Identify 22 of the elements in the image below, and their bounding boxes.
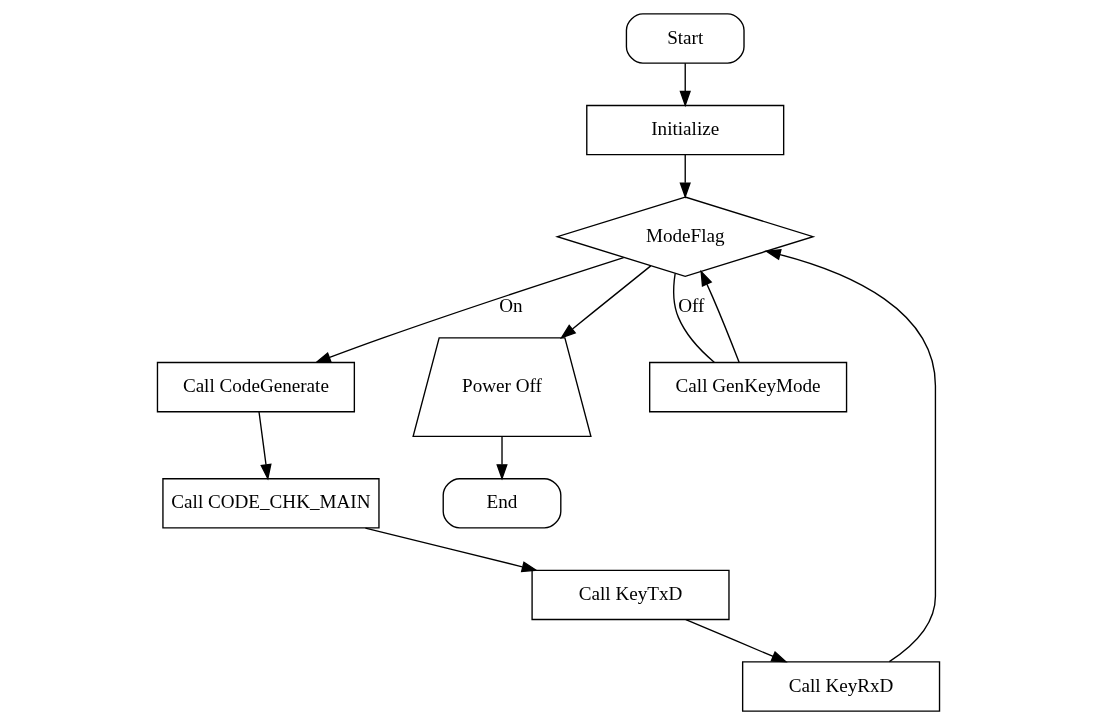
arrow	[684, 618, 788, 663]
arrow	[559, 265, 651, 340]
arrow	[678, 62, 691, 108]
arrow	[699, 269, 740, 363]
edge-label: Off	[677, 295, 704, 317]
node-box: Call KeyTxD	[530, 569, 730, 621]
arrow	[364, 527, 538, 573]
node-box: Start	[625, 13, 745, 64]
node-box: Call GenKeyMode	[648, 361, 847, 413]
arrow	[763, 249, 936, 663]
edge-label: On	[498, 295, 523, 317]
node-diamond: ModeFlag	[554, 196, 815, 278]
node-box: Call CODE_CHK_MAIN	[161, 478, 380, 529]
arrow	[314, 256, 624, 364]
node-box: End	[442, 478, 561, 529]
node-box: Initialize	[585, 104, 784, 156]
arrow	[495, 435, 508, 481]
arrow	[678, 154, 691, 199]
connector	[672, 272, 715, 364]
node-box: Call CodeGenerate	[156, 361, 355, 413]
node-box: Call KeyRxD	[741, 661, 940, 712]
arrow	[257, 411, 272, 481]
